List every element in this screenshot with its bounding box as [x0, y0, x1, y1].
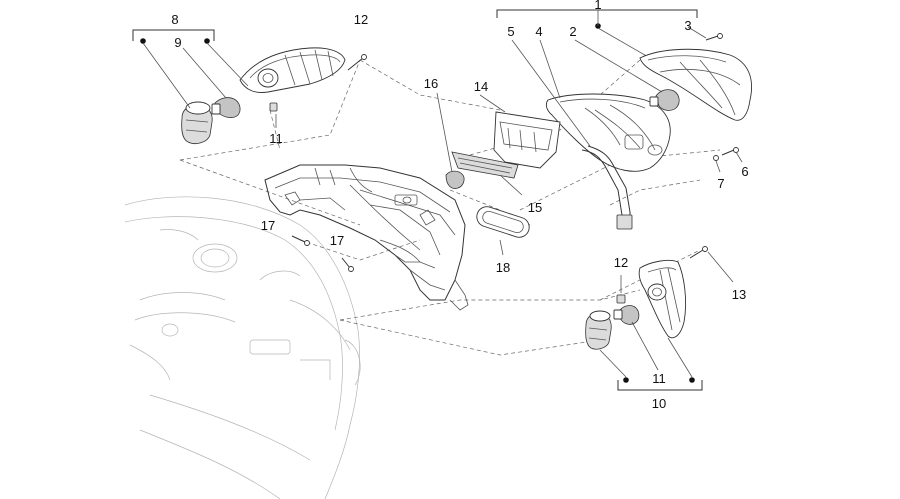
label-part-1: 1	[594, 0, 601, 12]
label-part-4: 4	[535, 24, 542, 39]
left-turn-signal-group	[132, 29, 367, 144]
right-turn-signal-lens	[638, 259, 687, 339]
label-part-17-upper: 17	[261, 218, 275, 233]
plate-light-bulb	[445, 170, 465, 189]
label-part-10: 10	[652, 396, 666, 411]
rear-light-support-frame	[264, 164, 469, 311]
label-part-12-left: 12	[354, 12, 368, 27]
label-part-16: 16	[424, 76, 438, 91]
label-part-7: 7	[717, 176, 724, 191]
label-part-2: 2	[569, 24, 576, 39]
label-part-14: 14	[474, 79, 488, 94]
left-bulb	[214, 97, 241, 118]
label-part-6: 6	[741, 164, 748, 179]
left-turn-signal-lens	[239, 47, 346, 93]
screws-17	[291, 235, 354, 272]
label-part-11-right: 11	[652, 371, 666, 386]
label-part-12-right: 12	[614, 255, 628, 270]
right-turn-signal-group	[585, 246, 734, 391]
tail-light-outer-lens	[639, 48, 752, 121]
plate-light-frame	[493, 111, 561, 169]
label-part-17-lower: 17	[330, 233, 344, 248]
label-part-18: 18	[496, 260, 510, 275]
label-part-8: 8	[171, 12, 178, 27]
rear-reflector	[476, 206, 530, 238]
label-part-5: 5	[507, 24, 514, 39]
label-part-3: 3	[684, 18, 691, 33]
tail-light-housing	[545, 93, 671, 172]
label-part-13: 13	[732, 287, 746, 302]
plate-light-group	[436, 92, 561, 256]
label-part-15: 15	[528, 200, 542, 215]
part-labels: 1 2 3 4 5 6 7 8 9 10 11 11 12 12 13 14 1…	[171, 0, 748, 411]
tail-light-connector	[616, 214, 633, 230]
left-clip-nut	[269, 102, 278, 112]
right-bulb	[619, 305, 640, 325]
scooter-rear-body	[124, 196, 361, 499]
tail-light-bulb	[655, 89, 680, 111]
label-part-9: 9	[174, 35, 181, 50]
assembly-dashed-lines	[179, 59, 721, 356]
label-part-11-left: 11	[269, 131, 283, 146]
tail-light-group	[496, 9, 752, 230]
right-clip-nut	[616, 294, 626, 304]
